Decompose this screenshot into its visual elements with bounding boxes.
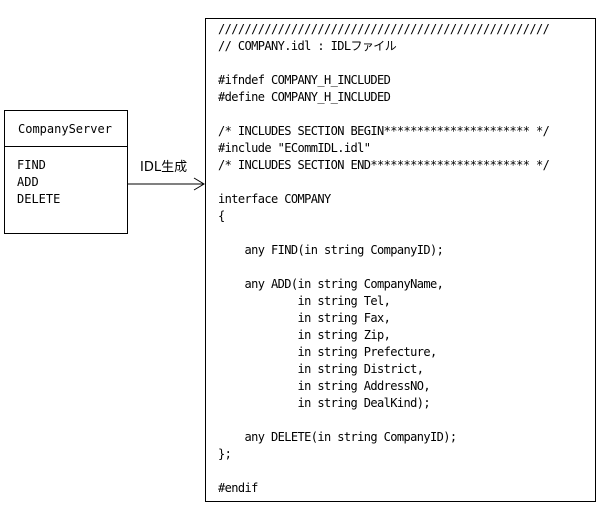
code-line: /* INCLUDES SECTION END*****************… [218, 158, 550, 172]
code-line: /* INCLUDES SECTION BEGIN***************… [218, 124, 550, 138]
class-name: CompanyServer [5, 111, 127, 147]
idl-code-listing: ////////////////////////////////////////… [205, 18, 596, 502]
arrow-label: IDL生成 [140, 160, 188, 175]
code-line: #include "ECommIDL.idl" [218, 141, 371, 155]
code-line: any DELETE(in string CompanyID); [218, 430, 457, 444]
code-line: in string Tel, [218, 294, 391, 308]
code-line: // COMPANY.idl : IDLファイル [218, 39, 397, 53]
code-line: in string AddressNO, [218, 379, 430, 393]
code-line: }; [218, 447, 232, 461]
code-line: interface COMPANY [218, 192, 331, 206]
code-line: any FIND(in string CompanyID); [218, 243, 444, 257]
class-box-company-server: CompanyServer FIND ADD DELETE [4, 110, 128, 234]
code-line: in string District, [218, 362, 424, 376]
method-list: FIND ADD DELETE [5, 147, 127, 208]
code-line: #define COMPANY_H_INCLUDED [218, 90, 391, 104]
code-line: in string DealKind); [218, 396, 430, 410]
method-delete: DELETE [17, 192, 61, 206]
code-line: any ADD(in string CompanyName, [218, 277, 444, 291]
code-line: { [218, 209, 225, 223]
code-line: in string Fax, [218, 311, 391, 325]
code-line: #ifndef COMPANY_H_INCLUDED [218, 73, 391, 87]
code-line: #endif [218, 481, 258, 495]
code-line: in string Prefecture, [218, 345, 437, 359]
method-find: FIND [17, 158, 46, 172]
code-line: in string Zip, [218, 328, 391, 342]
arrow-right-icon [128, 177, 205, 191]
method-add: ADD [17, 175, 39, 189]
code-line: ////////////////////////////////////////… [218, 22, 550, 36]
